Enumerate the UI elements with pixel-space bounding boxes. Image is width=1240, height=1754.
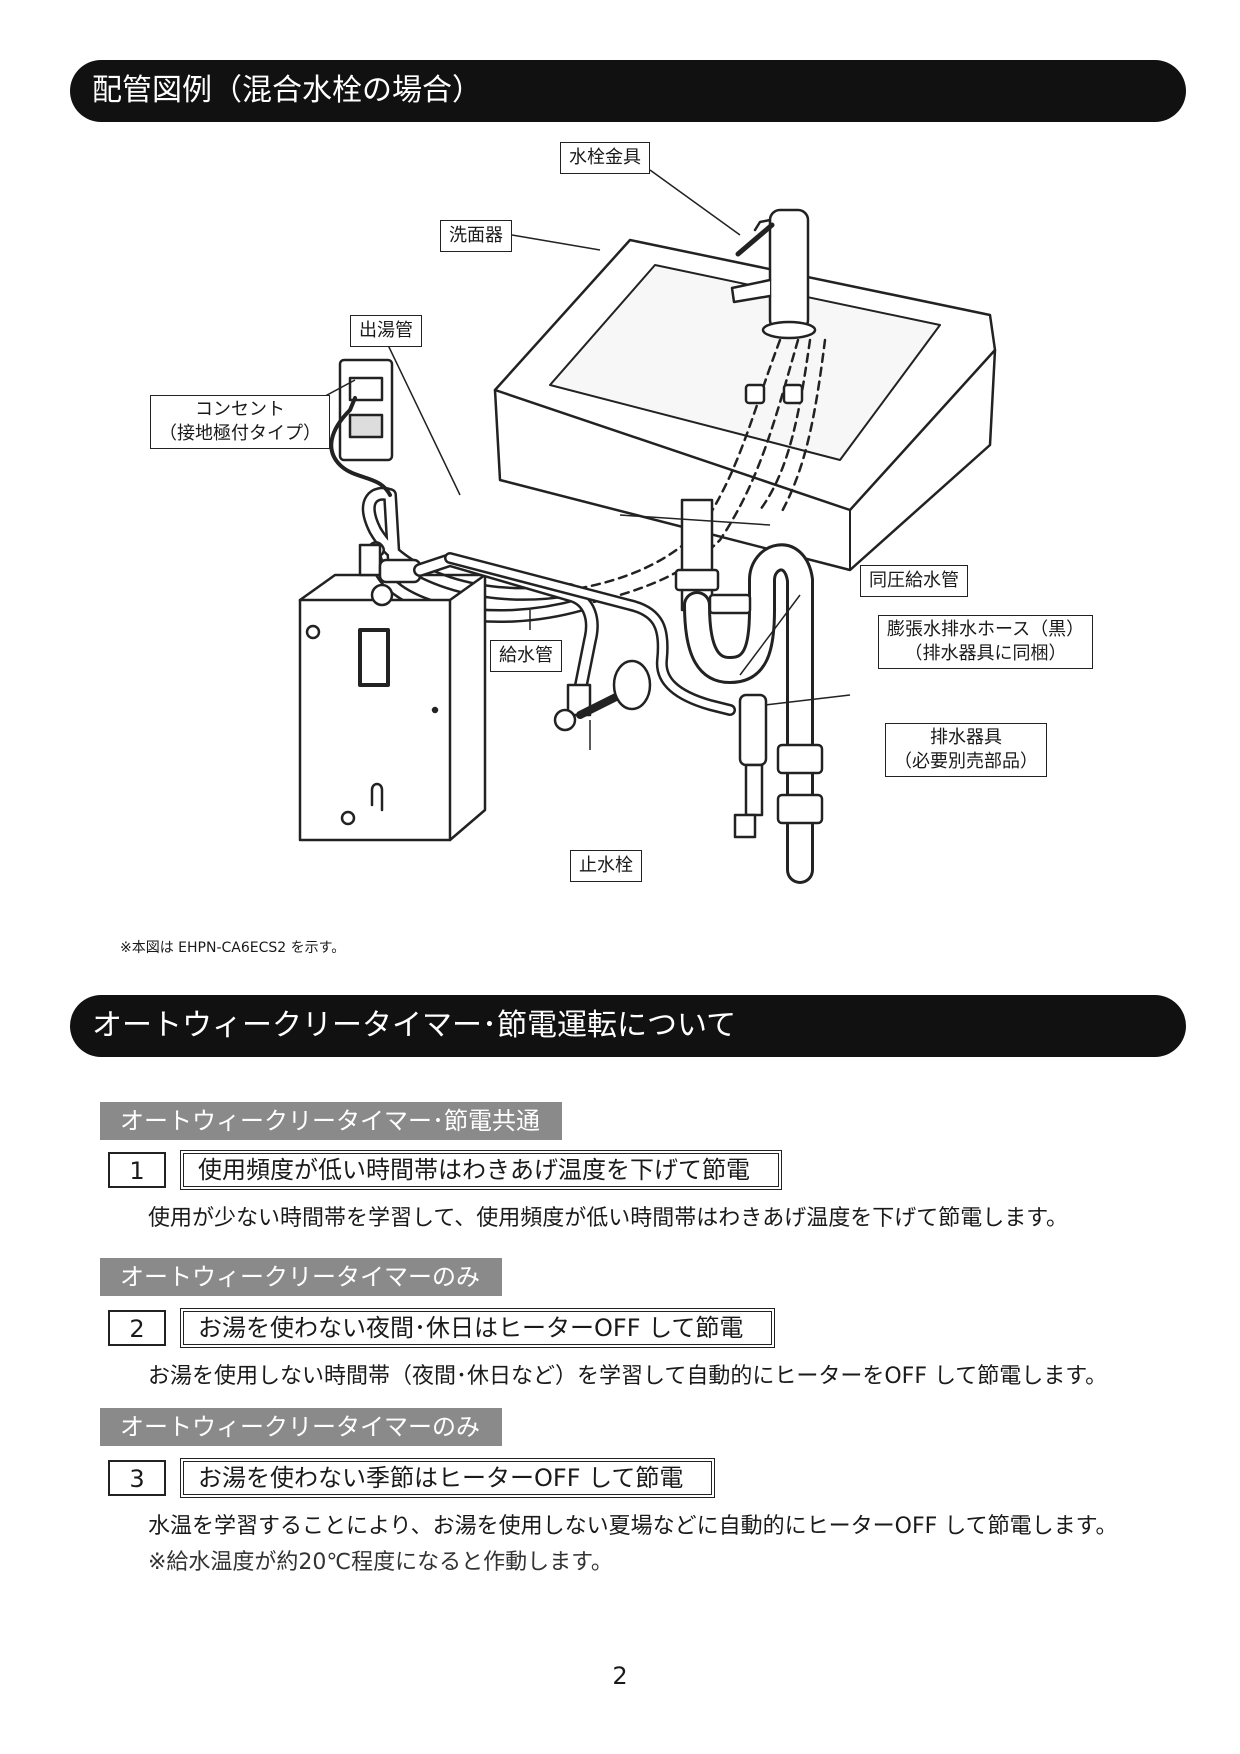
piping-illustration <box>289 169 997 884</box>
label-expansion-hose-line2: （排水器具に同梱） <box>904 643 1067 664</box>
label-drain-fitting-line2: （必要別売部品） <box>894 751 1038 772</box>
label-outlet: コンセント （接地極付タイプ） <box>150 395 330 449</box>
label-drain-fitting: 排水器具 （必要別売部品） <box>885 723 1047 777</box>
page-number: 2 <box>612 1662 628 1690</box>
diagram-note: ※本図は EHPN-CA6ECS2 を示す。 <box>120 940 346 956</box>
piping-diagram: 水栓金具 洗面器 出湯管 コンセント （接地極付タイプ） 同圧給水管 膨張水排水… <box>120 142 1094 980</box>
feature-1-category: オートウィークリータイマー･節電共通 <box>100 1102 562 1140</box>
drain-fitting <box>733 693 824 839</box>
feature-3-note: ※給水温度が約20℃程度になると作動します。 <box>148 1550 613 1575</box>
faucet-body <box>768 208 810 332</box>
feature-1-number: 1 <box>108 1152 166 1188</box>
label-outlet-line1: コンセント <box>195 399 285 420</box>
feature-3-title: お湯を使わない季節はヒーターOFF して節電 <box>180 1458 716 1498</box>
label-expansion-hose: 膨張水排水ホース（黒） （排水器具に同梱） <box>878 615 1094 669</box>
feature-3-number: 3 <box>108 1460 166 1496</box>
label-washbasin: 洗面器 <box>440 220 512 252</box>
label-expansion-hose-line1: 膨張水排水ホース（黒） <box>887 619 1085 640</box>
label-hot-water-outlet-pipe: 出湯管 <box>350 315 422 347</box>
stop-valve <box>553 659 652 732</box>
label-stop-valve: 止水栓 <box>570 850 642 882</box>
label-water-supply-pipe: 給水管 <box>490 640 562 672</box>
feature-3-category: オートウィークリータイマーのみ <box>100 1408 502 1446</box>
label-faucet-fitting: 水栓金具 <box>560 142 650 174</box>
feature-1-description: 使用が少ない時間帯を学習して、使用頻度が低い時間帯はわきあげ温度を下げて節電しま… <box>148 1206 1069 1231</box>
feature-2-category: オートウィークリータイマーのみ <box>100 1258 502 1296</box>
heater-unit <box>298 573 487 842</box>
section-header-timer: オートウィークリータイマー･節電運転について <box>70 995 1186 1057</box>
section-header-piping: 配管図例（混合水栓の場合） <box>70 60 1186 122</box>
feature-1-title: 使用頻度が低い時間帯はわきあげ温度を下げて節電 <box>180 1150 782 1190</box>
feature-2-number: 2 <box>108 1310 166 1346</box>
feature-2-title: お湯を使わない夜間･休日はヒーターOFF して節電 <box>180 1308 776 1348</box>
washbasin-bowl <box>549 264 941 461</box>
label-same-pressure-supply-pipe: 同圧給水管 <box>860 565 968 597</box>
label-outlet-line2: （接地極付タイプ） <box>159 423 321 444</box>
feature-3-description: 水温を学習することにより、お湯を使用しない夏場などに自動的にヒーターOFF して… <box>148 1514 1118 1539</box>
label-drain-fitting-line1: 排水器具 <box>930 727 1002 748</box>
feature-2-description: お湯を使用しない時間帯（夜間･休日など）を学習して自動的にヒーターをOFF して… <box>148 1364 1108 1389</box>
